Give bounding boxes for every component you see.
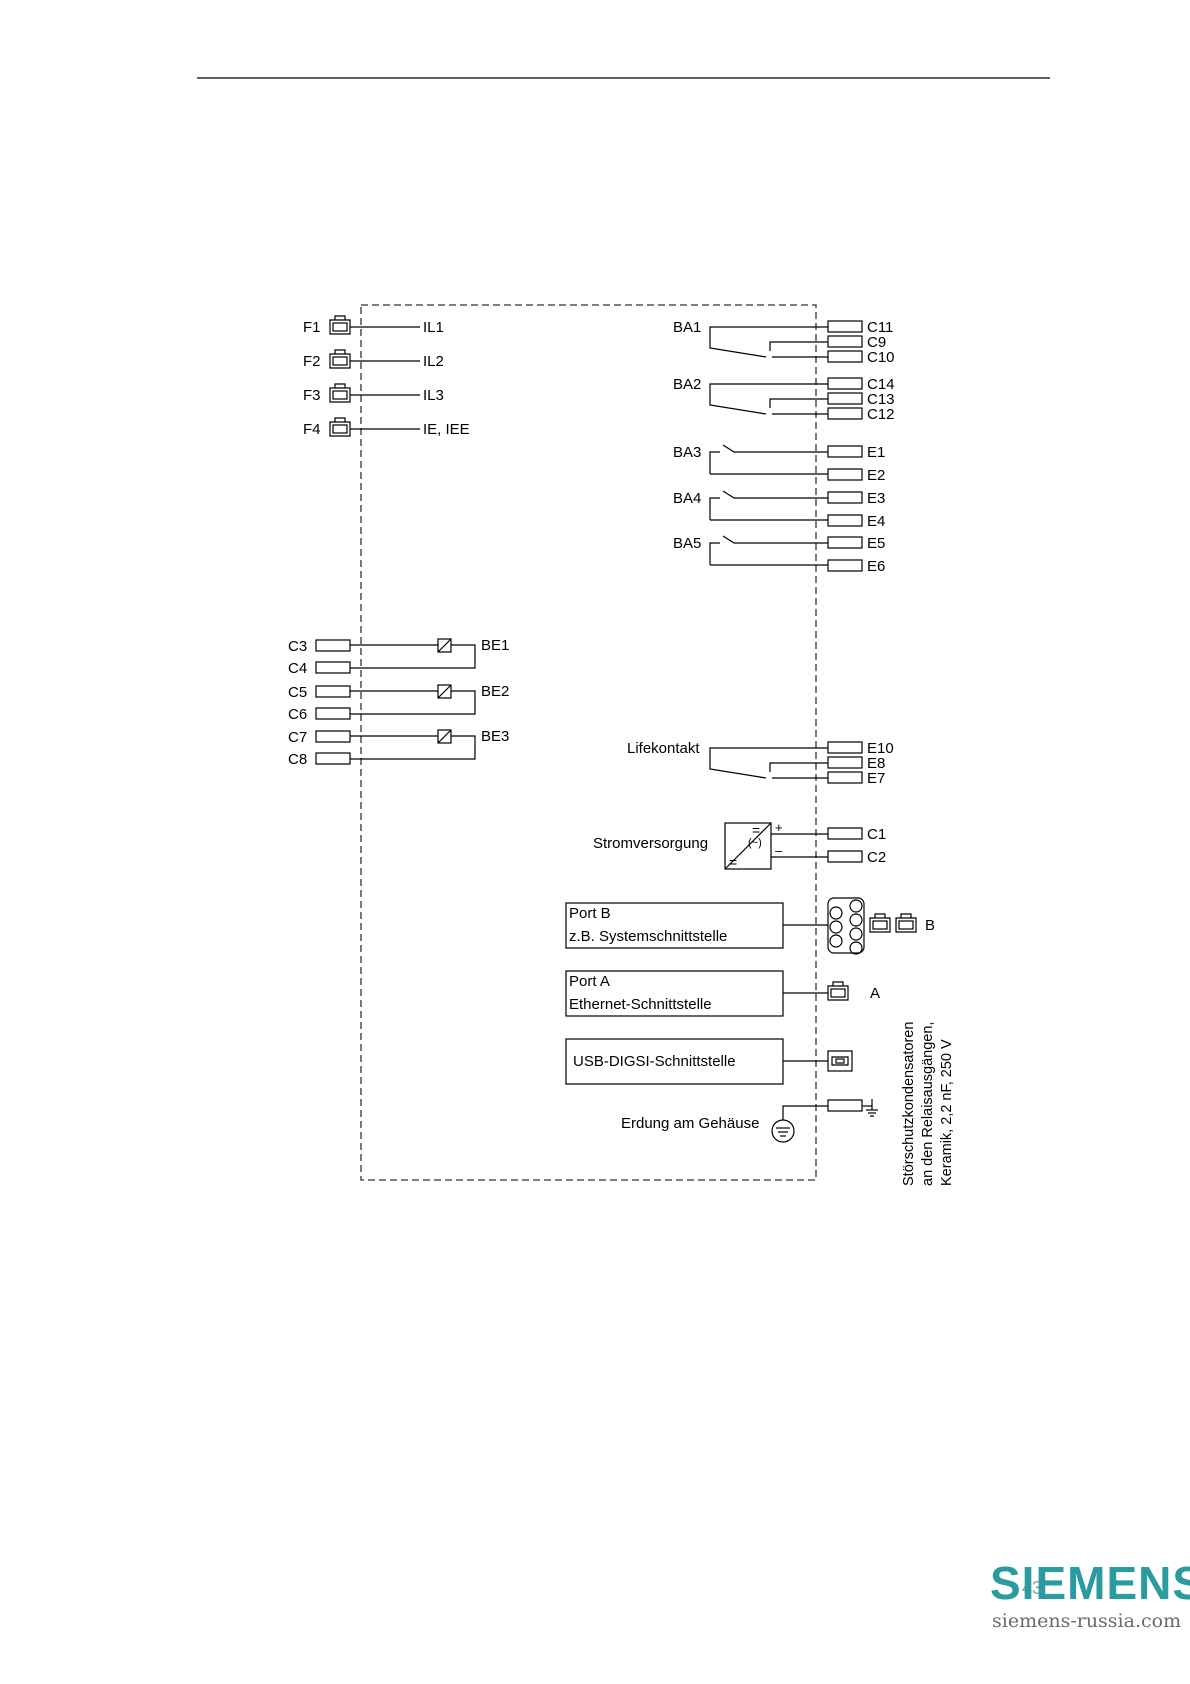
terminal-label-e10: E10 (867, 740, 894, 757)
binary-input-label-be2: BE2 (481, 683, 509, 700)
side-note-line-3: Keramik, 2,2 nF, 250 V (939, 1039, 955, 1186)
terminal-label-e3: E3 (867, 490, 885, 507)
terminal-label-c12: C12 (867, 406, 895, 423)
port-a-description: Ethernet-Schnittstelle (569, 996, 712, 1013)
relay-output-ba4 (709, 490, 863, 527)
relay-output-ba3 (709, 444, 863, 481)
terminal-label-f4: F4 (303, 421, 321, 438)
side-note-line-1: Störschutzkondensatoren (901, 1022, 917, 1186)
earth-connection (771, 1099, 878, 1143)
terminal-label-c11: C11 (867, 319, 893, 336)
terminal-label-c14: C14 (867, 376, 895, 393)
usb-label: USB-DIGSI-Schnittstelle (573, 1053, 736, 1070)
relay-label-ba5: BA5 (673, 535, 701, 552)
port-b-description: z.B. Systemschnittstelle (569, 928, 727, 945)
power-supply-label: Stromversorgung (593, 835, 708, 852)
signal-label-il3: IL3 (423, 387, 444, 404)
port-a (565, 970, 849, 1017)
device-boundary (360, 304, 817, 1181)
power-supply-dc-bottom: = (729, 854, 737, 870)
life-contact (709, 741, 863, 784)
binary-input-be1 (315, 638, 476, 674)
terminal-label-e6: E6 (867, 558, 885, 575)
terminal-label-c1: C1 (867, 826, 886, 843)
relay-output-ba5 (709, 535, 863, 572)
port-b-connector-label: B (925, 917, 935, 934)
relay-output-ba1 (709, 320, 863, 363)
port-b (565, 897, 917, 955)
page-number: 43 (1022, 1578, 1043, 1598)
port-b-title: Port B (569, 905, 611, 922)
terminal-label-f1: F1 (303, 319, 321, 336)
power-supply-ac-symbol: (~) (748, 837, 762, 849)
signal-label-il2: IL2 (423, 353, 444, 370)
terminal-label-f3: F3 (303, 387, 321, 404)
binary-input-be3 (315, 729, 476, 765)
terminal-label-c5: C5 (288, 684, 307, 701)
power-supply (724, 822, 863, 870)
terminal-label-c9: C9 (867, 334, 886, 351)
signal-label-il1: IL1 (423, 319, 444, 336)
binary-input-label-be1: BE1 (481, 637, 509, 654)
current-input-2 (329, 349, 420, 369)
usb-port (565, 1038, 853, 1085)
logo-site: siemens-russia.com (992, 1610, 1182, 1632)
relay-label-ba1: BA1 (673, 319, 701, 336)
relay-label-ba3: BA3 (673, 444, 701, 461)
relay-label-ba4: BA4 (673, 490, 701, 507)
signal-label-ie: IE, IEE (423, 421, 470, 438)
siemens-logo: SIEMENS siemens-russia.com (990, 1560, 1190, 1632)
current-input-3 (329, 383, 420, 403)
terminal-label-e8: E8 (867, 755, 885, 772)
relay-output-ba2 (709, 377, 863, 420)
port-a-title: Port A (569, 973, 610, 990)
terminal-label-c10: C10 (867, 349, 895, 366)
port-a-connector-label: A (870, 985, 880, 1002)
terminal-label-e4: E4 (867, 513, 885, 530)
terminal-label-c8: C8 (288, 751, 307, 768)
current-input-4 (329, 417, 420, 437)
terminal-label-c13: C13 (867, 391, 895, 408)
terminal-label-c2: C2 (867, 849, 886, 866)
power-supply-minus: – (775, 843, 783, 858)
terminal-label-e7: E7 (867, 770, 885, 787)
power-supply-dc-top: = (752, 822, 760, 838)
terminal-label-c6: C6 (288, 706, 307, 723)
terminal-label-c7: C7 (288, 729, 307, 746)
life-contact-label: Lifekontakt (627, 740, 700, 757)
terminal-label-f2: F2 (303, 353, 321, 370)
relay-label-ba2: BA2 (673, 376, 701, 393)
binary-input-be2 (315, 684, 476, 720)
terminal-label-e5: E5 (867, 535, 885, 552)
terminal-label-e1: E1 (867, 444, 885, 461)
binary-input-label-be3: BE3 (481, 728, 509, 745)
earth-label: Erdung am Gehäuse (621, 1115, 759, 1132)
terminal-label-e2: E2 (867, 467, 885, 484)
terminal-label-c4: C4 (288, 660, 307, 677)
power-supply-plus: + (775, 820, 783, 835)
current-input-1 (329, 315, 420, 335)
terminal-label-c3: C3 (288, 638, 307, 655)
logo-wordmark: SIEMENS (990, 1557, 1190, 1609)
side-note-line-2: an den Relaisausgängen, (920, 1022, 936, 1186)
